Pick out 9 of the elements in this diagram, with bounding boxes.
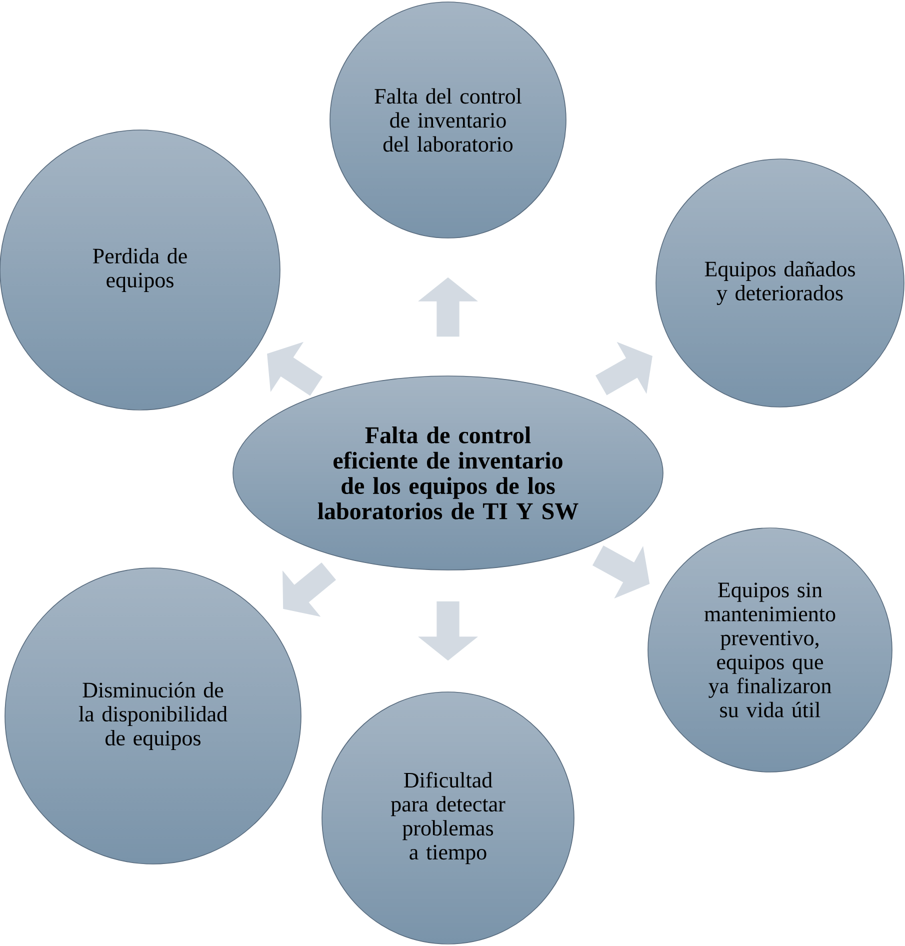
circle-node: Falta del control de inventario del laboratorio <box>330 2 566 238</box>
circle-node: Equipos dañados y deteriorados <box>656 158 904 408</box>
circle-node: Perdida de equipos <box>0 130 280 410</box>
block-arrow <box>282 562 336 617</box>
block-arrow <box>595 342 652 396</box>
circle-node: Equipos sin mantenimiento preventivo, equipos que ya finalizaron su vida útil <box>648 528 892 772</box>
ellipse-node: Falta de control eficiente de inventario de los equipos de los laboratorios de TI Y SW <box>232 376 664 570</box>
circle-node: Disminución de la disponibilidad de equipos <box>4 568 302 864</box>
circle-node: Dificultad para detectar problemas a tiempo <box>322 692 574 944</box>
